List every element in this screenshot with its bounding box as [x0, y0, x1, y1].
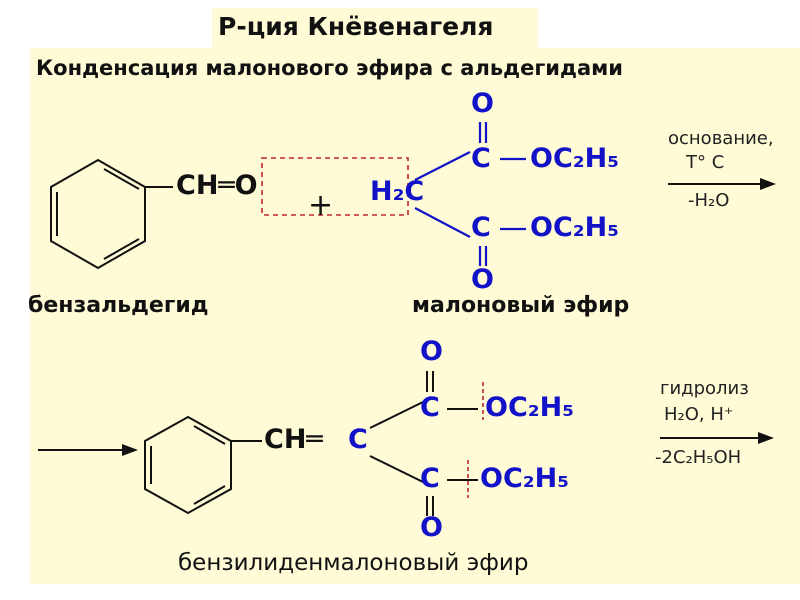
benzene-ring-1 — [50, 158, 146, 270]
ester-group-bottom: OC₂H₅ — [530, 212, 620, 243]
condition-water-loss: -H₂O — [688, 190, 730, 211]
page-title: Р-ция Кнёвенагеля — [218, 12, 494, 41]
benzylidene-ch-group: CH═ — [264, 424, 323, 455]
plus-sign: + — [308, 188, 334, 223]
malonic-ester-bonds — [414, 122, 526, 266]
product-label: бензилиденмалоновый эфир — [178, 550, 529, 576]
condition-acid-water: H₂O, H⁺ — [664, 404, 734, 425]
product-carbonyl-carbon-bottom: C — [420, 463, 440, 494]
condition-ethanol-loss: -2C₂H₅OH — [655, 447, 742, 468]
background-panel — [30, 48, 800, 584]
product-bonds — [369, 371, 478, 516]
title-box — [212, 8, 538, 54]
carbonyl-oxygen-bottom: O — [471, 264, 494, 295]
page-subtitle: Конденсация малонового эфира с альдегида… — [36, 56, 624, 80]
reaction-arrow-1 — [668, 178, 776, 190]
reaction-arrow-2 — [660, 432, 774, 444]
condition-hydrolysis: гидролиз — [660, 378, 749, 399]
product-carbonyl-oxygen-bottom: O — [420, 512, 443, 543]
condition-base: основание, — [668, 128, 774, 149]
dashed-box-reaction-center — [261, 157, 409, 216]
carbonyl-carbon-top: C — [471, 143, 491, 174]
central-carbon: C — [348, 424, 368, 455]
malonic-ester-label: малоновый эфир — [412, 293, 630, 318]
benzene-ring-2 — [144, 415, 232, 515]
product-ester-bottom: OC₂H₅ — [480, 463, 570, 494]
carbonyl-carbon-bottom: C — [471, 212, 491, 243]
condition-temperature: T° C — [686, 152, 725, 173]
product-carbonyl-oxygen-top: O — [420, 336, 443, 367]
methylene-group: H₂C — [370, 176, 425, 207]
benzaldehyde-label: бензальдегид — [28, 293, 209, 318]
product-carbonyl-carbon-top: C — [420, 392, 440, 423]
product-ester-top: OC₂H₅ — [485, 392, 575, 423]
carbonyl-oxygen-top: O — [471, 88, 494, 119]
continuation-arrow — [38, 444, 138, 456]
aldehyde-group: CH═O — [176, 170, 258, 201]
ester-group-top: OC₂H₅ — [530, 143, 620, 174]
